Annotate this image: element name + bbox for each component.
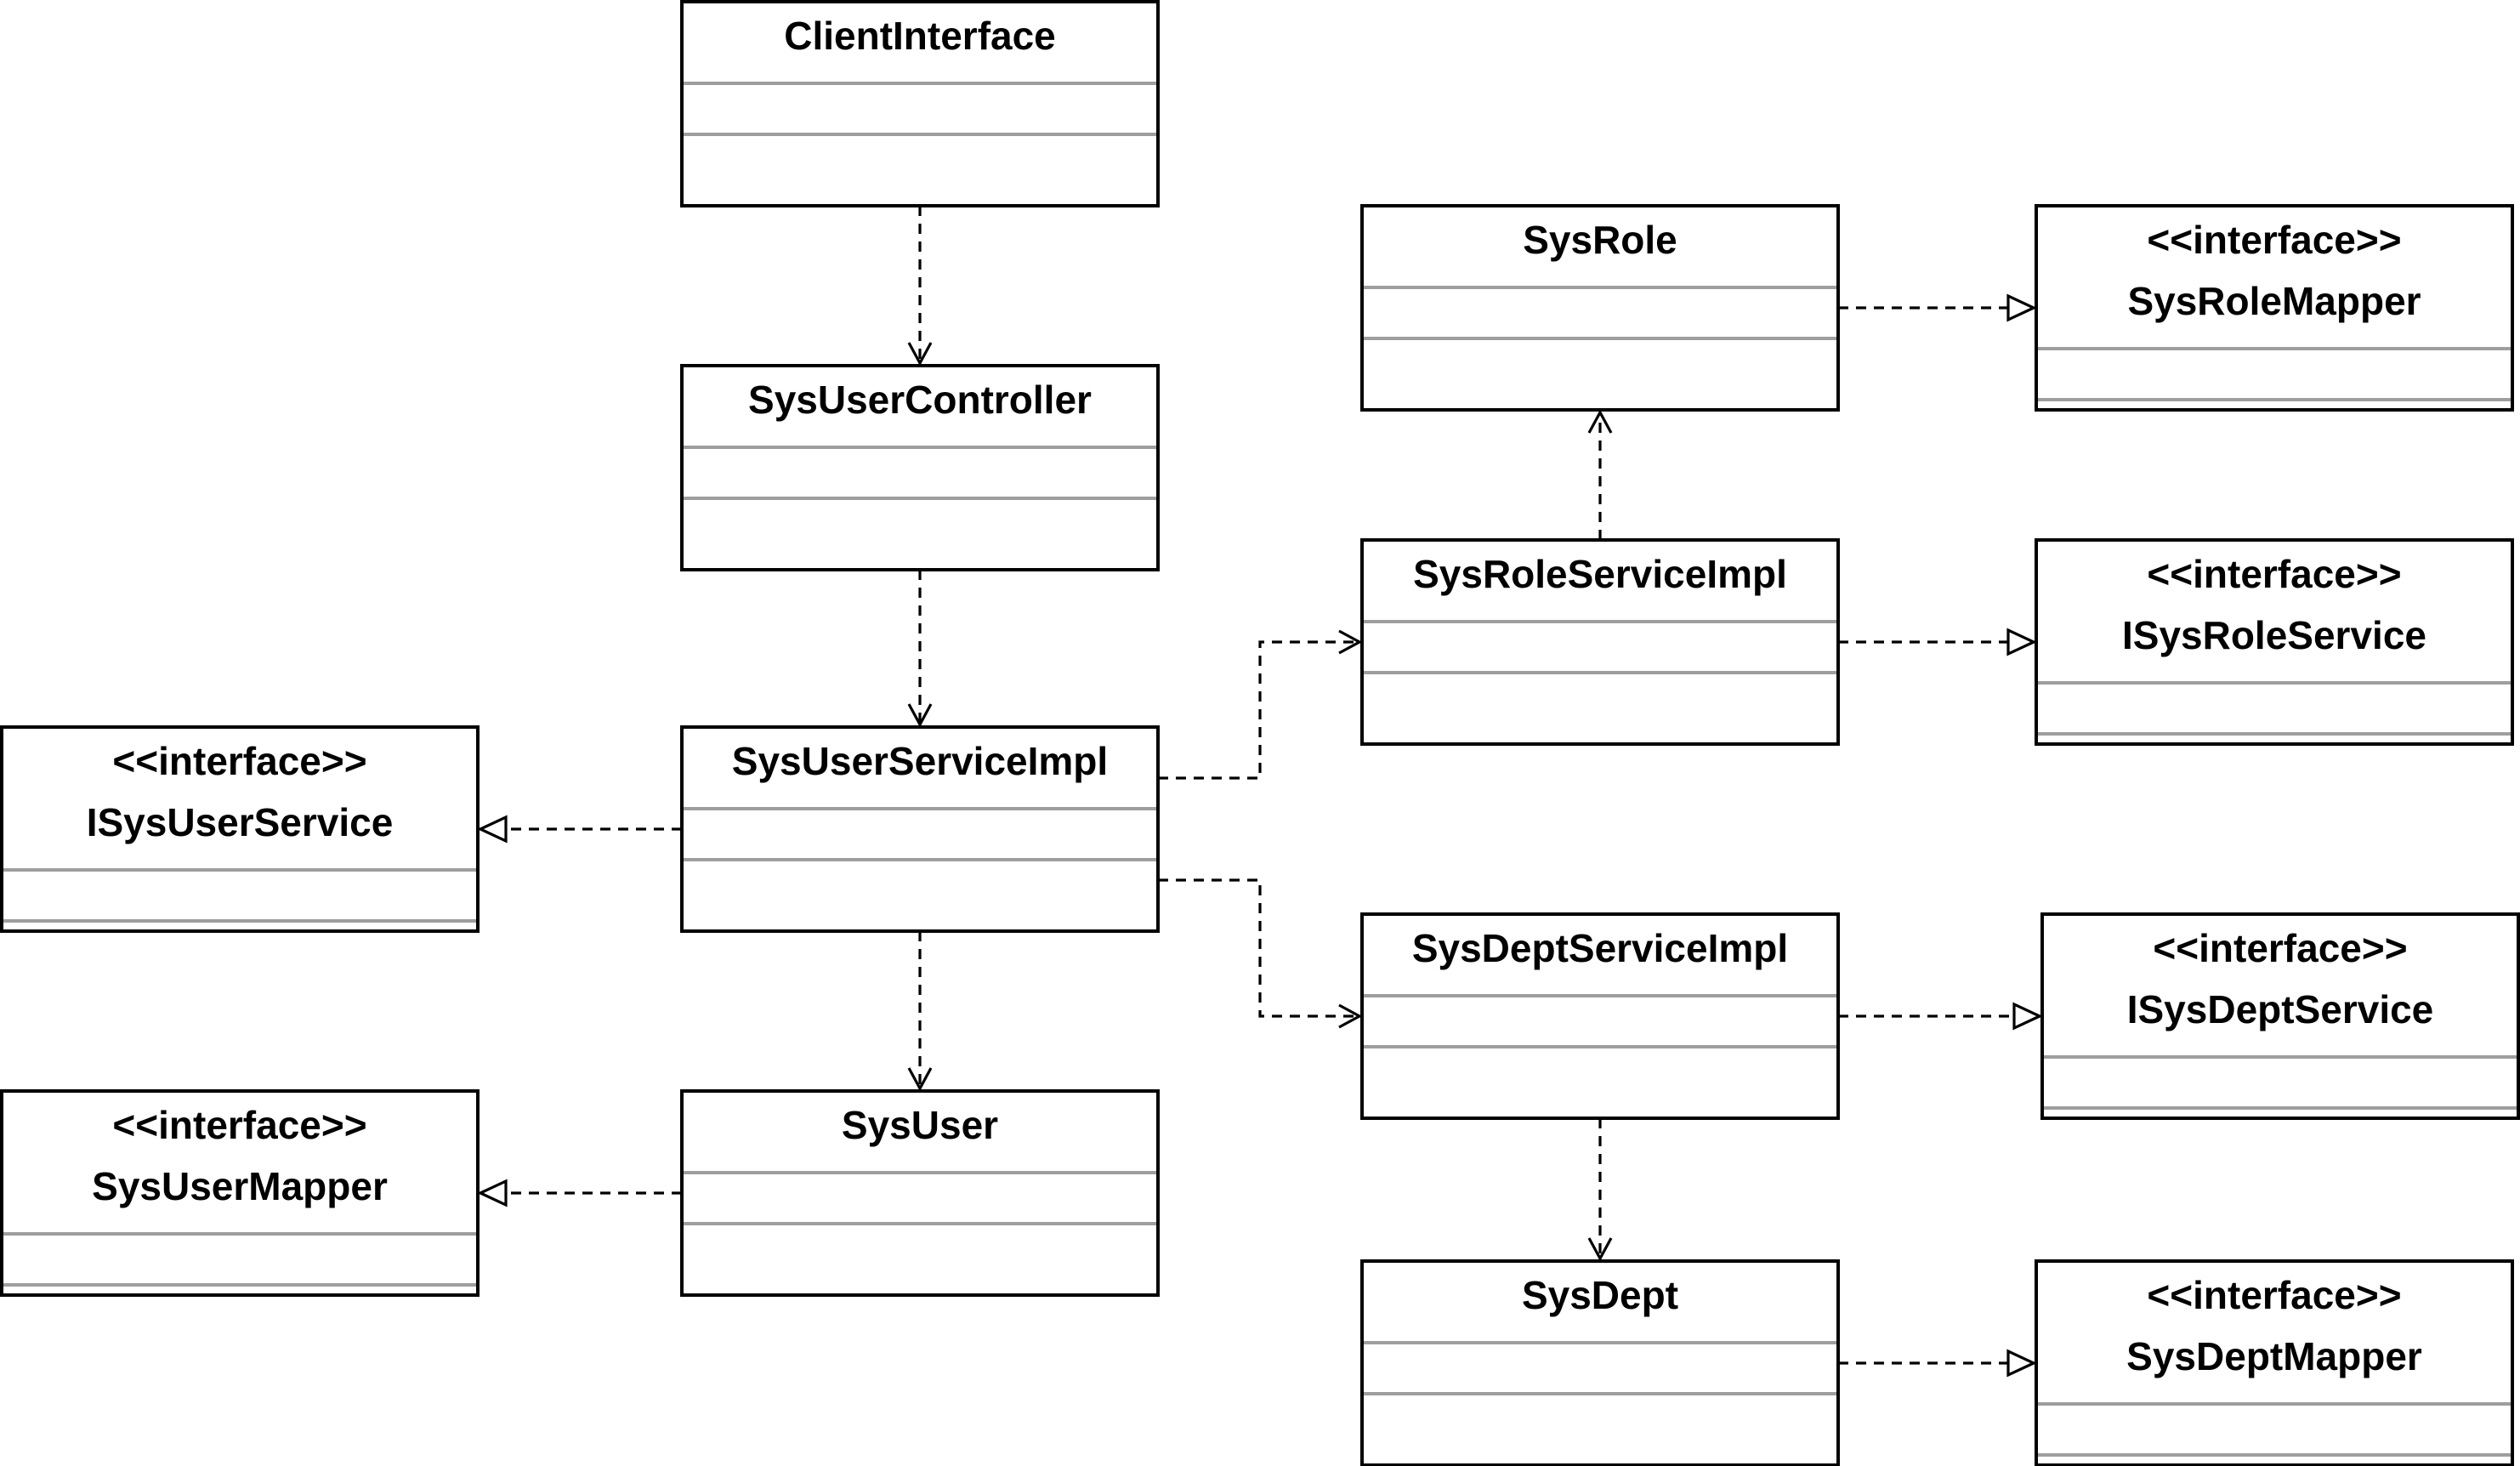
relation-realization (1838, 1002, 2043, 1031)
class-name: SysRole (1523, 218, 1677, 262)
relation-realization (477, 1179, 682, 1207)
class-stereotype: <<interface>> (2147, 218, 2401, 262)
dependency-line (1158, 878, 1359, 1018)
relation-dependency (1587, 409, 1613, 540)
class-stereotype: <<interface>> (2147, 1273, 2401, 1317)
relation-realization (1838, 628, 2037, 656)
class-name: SysDeptServiceImpl (1412, 926, 1788, 970)
class-name: SysDept (1522, 1273, 1678, 1317)
class-box-outline (0, 725, 480, 933)
class-box-controller: SysUserController (680, 364, 1160, 571)
class-box-roleimpl: SysRoleServiceImpl (1360, 538, 1840, 746)
realization-arrowhead (2006, 628, 2037, 656)
relation-realization (1838, 1349, 2037, 1378)
relation-dependency (907, 206, 933, 366)
relation-realization (477, 815, 682, 844)
relation-dependency (1158, 878, 1363, 1029)
class-stereotype: <<interface>> (2153, 926, 2407, 970)
class-stereotype: <<interface>> (2147, 552, 2401, 596)
class-box-outline (1360, 538, 1840, 746)
class-name: SysRoleServiceImpl (1413, 552, 1787, 596)
relation-dependency (1587, 1118, 1613, 1262)
class-name: ClientInterface (784, 14, 1056, 58)
class-box-isysrole: <<interface>> ISysRoleService (2035, 538, 2514, 746)
class-name: ISysUserService (87, 800, 394, 844)
class-stereotype: <<interface>> (112, 739, 366, 783)
class-box-outline (1360, 204, 1840, 412)
class-box-userimpl: SysUserServiceImpl (680, 725, 1160, 933)
dependency-arrowhead (907, 1067, 933, 1092)
class-box-outline (680, 0, 1160, 207)
class-box-rolemapper: <<interface>> SysRoleMapper (2035, 204, 2514, 412)
class-name: SysRoleMapper (2127, 279, 2421, 323)
realization-arrowhead (2006, 293, 2037, 322)
class-box-sysuser: SysUser (680, 1089, 1160, 1297)
relations-layer (477, 206, 2043, 1378)
class-name: SysUserServiceImpl (732, 739, 1108, 783)
class-box-outline (680, 725, 1160, 933)
realization-arrowhead (477, 1179, 508, 1207)
dependency-arrowhead (1338, 1003, 1363, 1029)
class-box-outline (0, 1089, 480, 1297)
relation-dependency (907, 931, 933, 1092)
class-box-outline (2035, 538, 2514, 746)
dependency-arrowhead (1587, 409, 1613, 434)
dependency-arrowhead (907, 703, 933, 728)
dependency-arrowhead (1338, 629, 1363, 655)
class-name: SysUserMapper (92, 1164, 388, 1208)
class-box-usermapper: <<interface>> SysUserMapper (0, 1089, 480, 1297)
class-name: SysUser (842, 1103, 998, 1147)
class-box-outline (680, 364, 1160, 571)
realization-arrowhead (2006, 1349, 2037, 1378)
class-name: ISysRoleService (2122, 613, 2426, 657)
relation-realization (1838, 293, 2037, 322)
class-name: ISysDeptService (2127, 987, 2434, 1031)
class-box-outline (2040, 912, 2520, 1120)
class-box-deptimpl: SysDeptServiceImpl (1360, 912, 1840, 1120)
class-box-outline (2035, 1259, 2514, 1466)
dependency-arrowhead (907, 342, 933, 366)
class-box-sysrole: SysRole (1360, 204, 1840, 412)
class-box-isysdept: <<interface>> ISysDeptService (2040, 912, 2520, 1120)
realization-arrowhead (477, 815, 508, 844)
class-box-outline (680, 1089, 1160, 1297)
class-box-client: ClientInterface (680, 0, 1160, 207)
class-box-outline (2035, 204, 2514, 412)
relation-dependency (1158, 629, 1363, 780)
class-box-outline (1360, 1259, 1840, 1466)
relation-dependency (907, 570, 933, 728)
class-box-outline (1360, 912, 1840, 1120)
class-stereotype: <<interface>> (112, 1103, 366, 1147)
dependency-arrowhead (1587, 1237, 1613, 1262)
class-box-deptmapper: <<interface>> SysDeptMapper (2035, 1259, 2514, 1466)
realization-arrowhead (2012, 1002, 2043, 1031)
class-name: SysUserController (748, 378, 1092, 422)
dependency-line (1158, 640, 1359, 780)
class-box-sysdept: SysDept (1360, 1259, 1840, 1466)
class-name: SysDeptMapper (2126, 1334, 2422, 1378)
class-box-isysuser: <<interface>> ISysUserService (0, 725, 480, 933)
